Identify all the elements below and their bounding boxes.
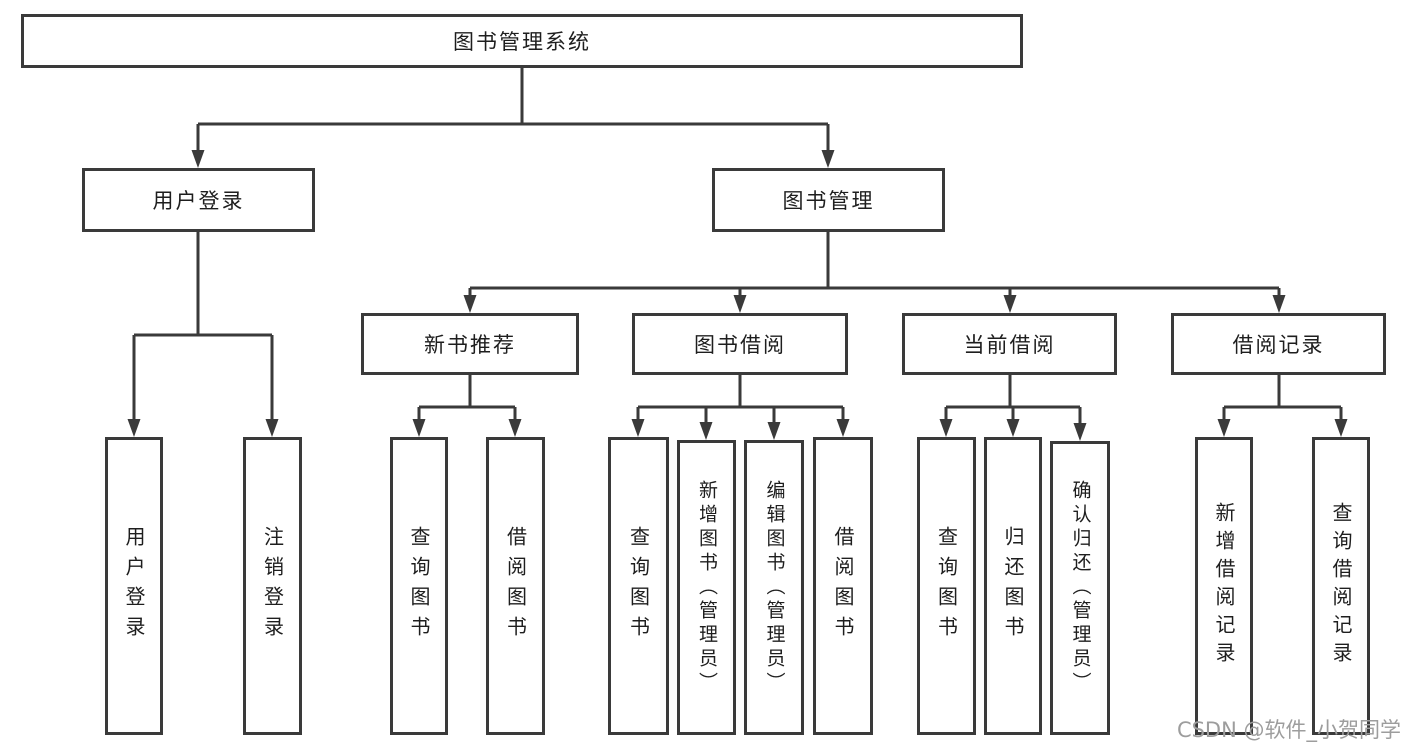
leaf-add-book-admin: 新增图书（管理员） xyxy=(677,440,736,735)
watermark: CSDN @软件_小贺同学 xyxy=(1176,718,1401,742)
leaf-return-book-label: 归还图书 xyxy=(1001,526,1025,646)
leaf-query-books-3-label: 查询图书 xyxy=(934,526,959,646)
leaf-logout-login-label: 注销登录 xyxy=(260,526,285,646)
leaf-query-borrow-record: 查询借阅记录 xyxy=(1312,437,1370,735)
node-book-borrowing-label: 图书借阅 xyxy=(694,333,786,357)
leaf-add-borrow-record: 新增借阅记录 xyxy=(1195,437,1253,735)
leaf-borrow-books-1-label: 借阅图书 xyxy=(503,526,528,646)
leaf-return-book: 归还图书 xyxy=(984,437,1042,735)
node-root: 图书管理系统 xyxy=(21,14,1023,68)
leaf-borrow-books-2: 借阅图书 xyxy=(813,437,873,735)
node-user-login-label: 用户登录 xyxy=(152,189,245,213)
leaf-add-book-admin-label: 新增图书（管理员） xyxy=(696,479,718,696)
node-book-borrowing: 图书借阅 xyxy=(632,313,848,375)
node-new-book-recommendation: 新书推荐 xyxy=(361,313,579,375)
node-root-label: 图书管理系统 xyxy=(453,30,591,54)
leaf-add-borrow-record-label: 新增借阅记录 xyxy=(1212,502,1236,670)
leaf-borrow-books-2-label: 借阅图书 xyxy=(831,526,855,646)
node-borrowing-records: 借阅记录 xyxy=(1171,313,1386,375)
leaf-query-books-3: 查询图书 xyxy=(917,437,976,735)
leaf-query-borrow-record-label: 查询借阅记录 xyxy=(1329,502,1353,670)
node-user-login: 用户登录 xyxy=(82,168,315,232)
leaf-confirm-return-admin: 确认归还（管理员） xyxy=(1050,441,1110,735)
leaf-edit-book-admin-label: 编辑图书（管理员） xyxy=(763,479,786,696)
leaf-query-books-2-label: 查询图书 xyxy=(626,526,651,646)
leaf-query-books-2: 查询图书 xyxy=(608,437,669,735)
node-new-book-recommendation-label: 新书推荐 xyxy=(424,333,516,357)
node-book-management-label: 图书管理 xyxy=(782,189,875,213)
leaf-query-books-1: 查询图书 xyxy=(390,437,448,735)
leaf-edit-book-admin: 编辑图书（管理员） xyxy=(744,440,804,735)
leaf-confirm-return-admin-label: 确认归还（管理员） xyxy=(1069,480,1092,696)
node-book-management: 图书管理 xyxy=(712,168,945,232)
node-current-borrowing: 当前借阅 xyxy=(902,313,1117,375)
leaf-query-books-1-label: 查询图书 xyxy=(407,526,431,646)
leaf-logout-login: 注销登录 xyxy=(243,437,302,735)
leaf-user-login: 用户登录 xyxy=(105,437,163,735)
node-borrowing-records-label: 借阅记录 xyxy=(1232,333,1325,357)
node-current-borrowing-label: 当前借阅 xyxy=(963,333,1056,357)
leaf-user-login-label: 用户登录 xyxy=(122,526,146,646)
leaf-borrow-books-1: 借阅图书 xyxy=(486,437,545,735)
